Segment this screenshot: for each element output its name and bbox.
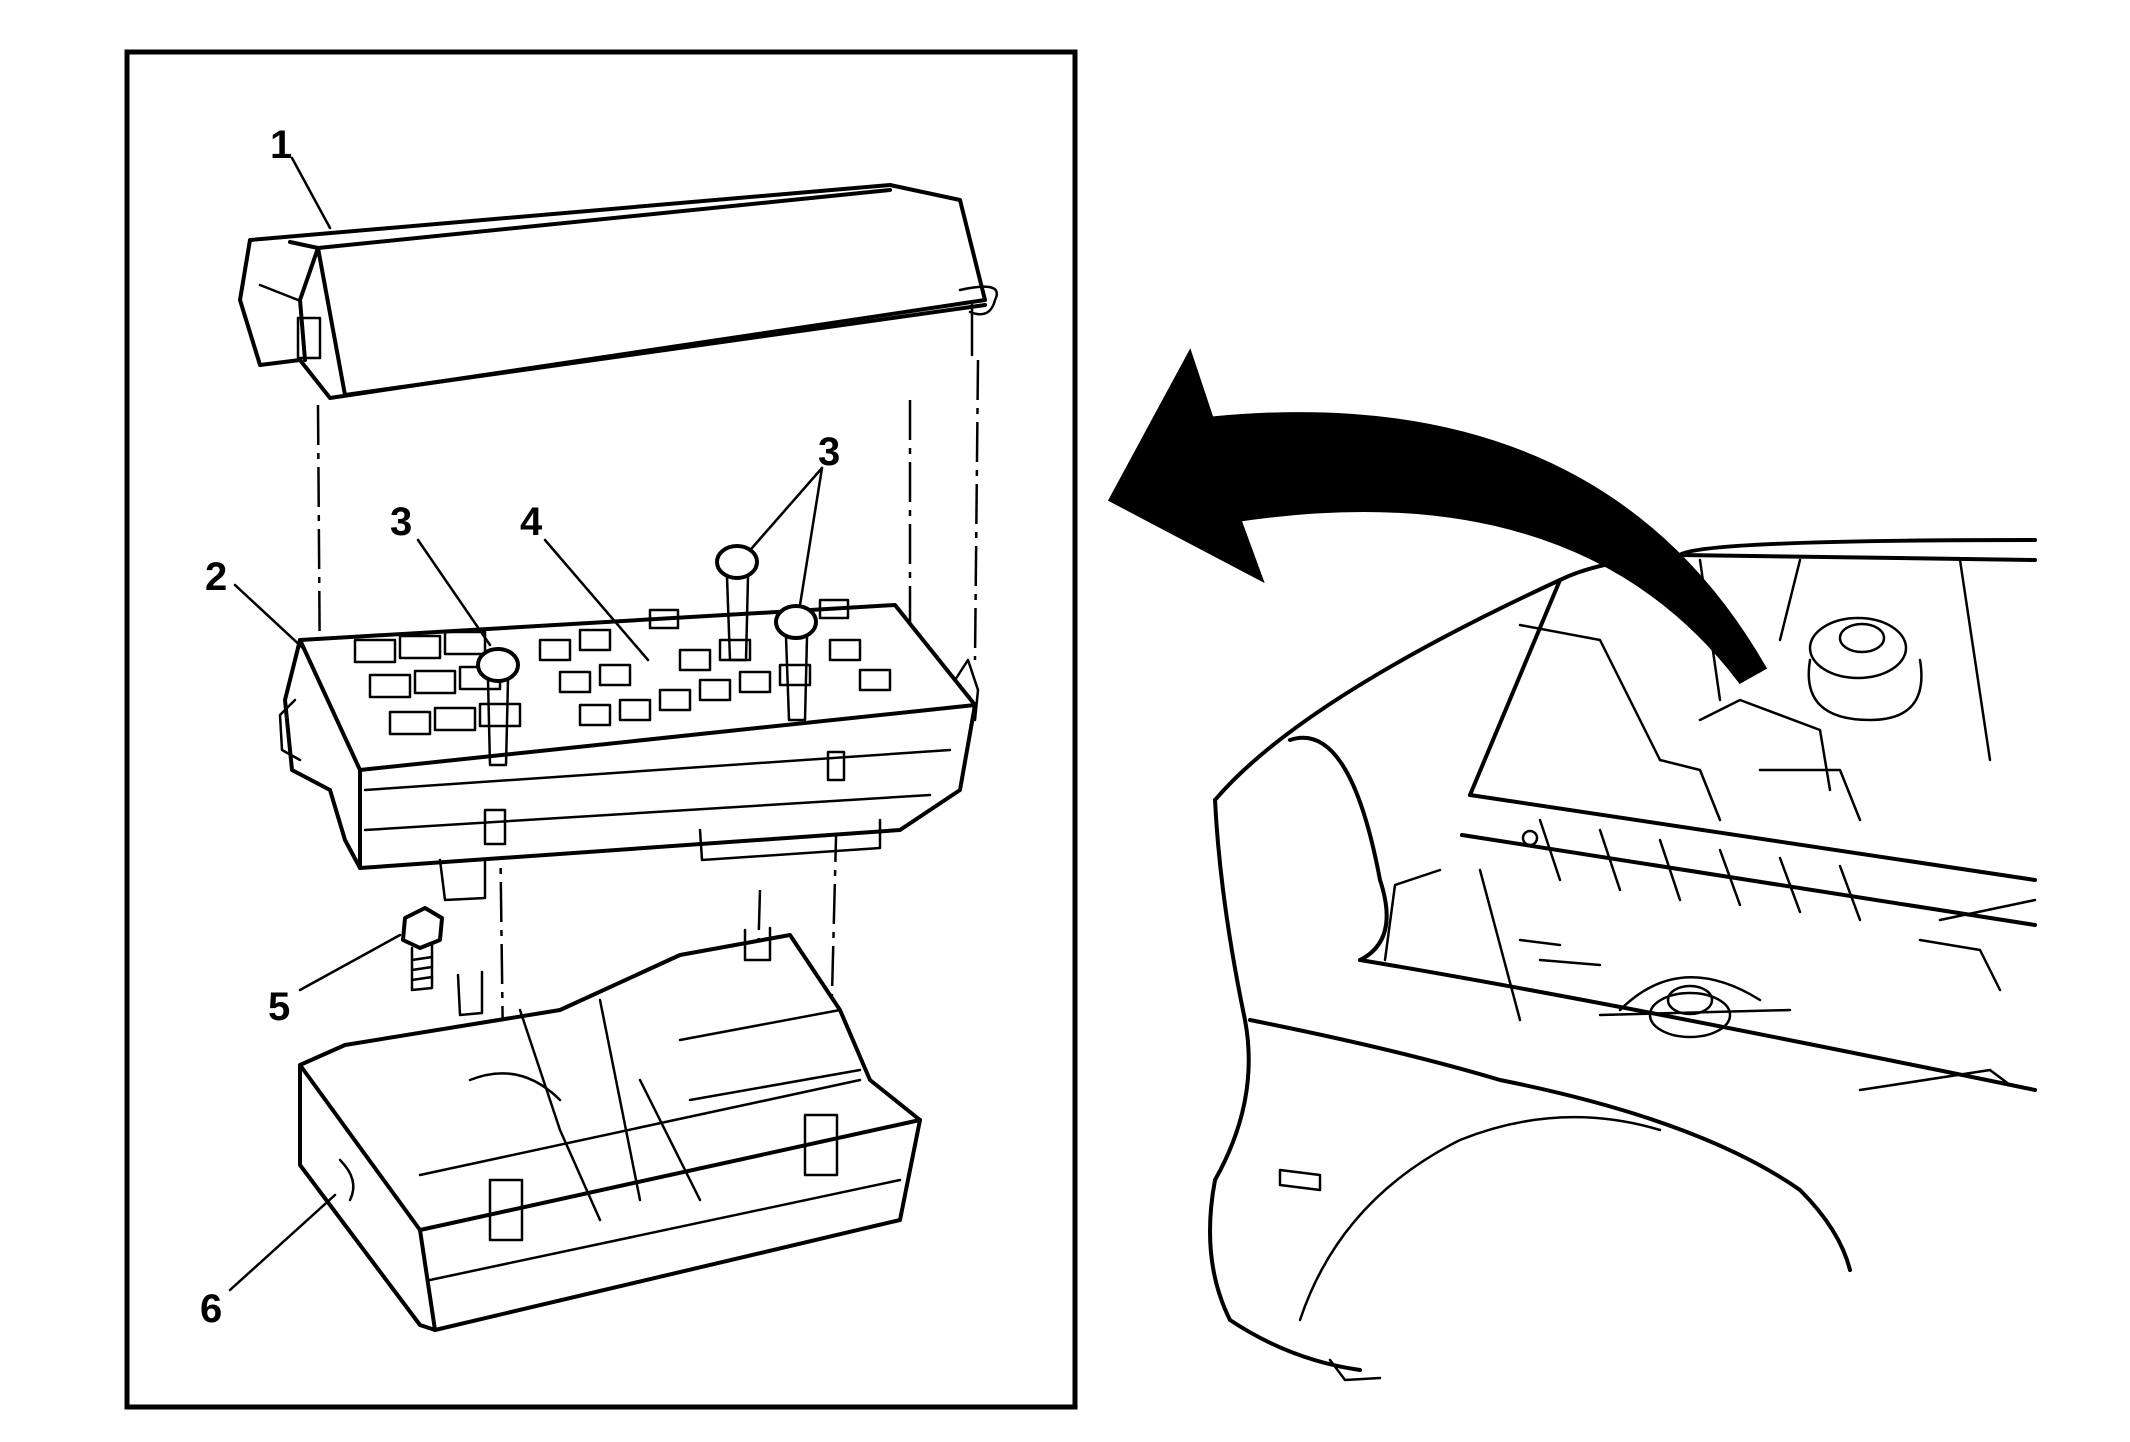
callout-5: 5 — [268, 985, 290, 1029]
callout-3-right: 3 — [818, 430, 840, 474]
callout-3-left: 3 — [390, 500, 412, 544]
inset-frame — [124, 49, 1078, 1410]
curved-arrow-icon — [1107, 348, 1768, 684]
callout-4: 4 — [520, 500, 543, 544]
callout-2: 2 — [205, 555, 227, 599]
callout-1: 1 — [270, 123, 292, 167]
fastener-upper-right — [715, 544, 759, 662]
fastener-left — [476, 647, 520, 767]
leader-lines — [228, 156, 824, 1292]
vehicle-engine-compartment — [1208, 538, 2037, 1382]
fastener-lower-right — [774, 604, 818, 722]
fuse-block — [278, 598, 980, 902]
callout-6: 6 — [200, 1287, 222, 1331]
bolt — [401, 906, 444, 992]
bracket — [298, 926, 922, 1332]
fuse-block-cover — [238, 183, 998, 400]
